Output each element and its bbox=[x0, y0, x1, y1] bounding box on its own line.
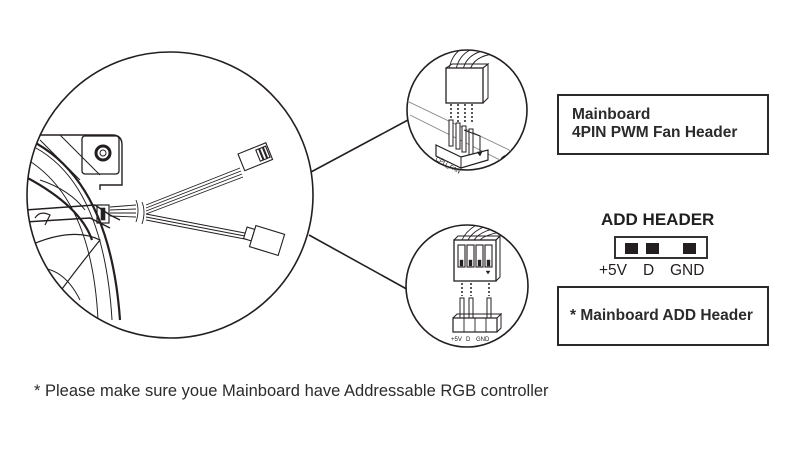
add-header-detail-circle: +5V D GND bbox=[405, 224, 529, 348]
screw-hole-icon bbox=[94, 144, 112, 162]
mount-hole-icon bbox=[500, 154, 518, 166]
leader-line-add-header bbox=[308, 234, 413, 293]
add-header-pin-diagram bbox=[614, 236, 708, 259]
argb-3pin-plug-icon bbox=[242, 224, 286, 257]
fan-header-detail-circle: CPU_FAN bbox=[406, 49, 528, 176]
add-header-callout-box: * Mainboard ADD Header bbox=[557, 286, 769, 346]
add-pin-label-5v: +5V bbox=[599, 262, 628, 279]
mini-pin-label-gnd: GND bbox=[476, 337, 490, 343]
add-header-callout-label: * Mainboard ADD Header bbox=[570, 307, 753, 324]
pin-gnd-icon bbox=[683, 243, 696, 254]
mini-pin-label-d: D bbox=[466, 337, 471, 343]
footer-note: * Please make sure youe Mainboard have A… bbox=[34, 382, 549, 400]
fan-4pin-plug-icon bbox=[237, 142, 274, 172]
leader-line-fan-header bbox=[310, 119, 409, 173]
mini-pin-label-5v: +5V bbox=[451, 337, 462, 343]
pin-5v-icon bbox=[625, 243, 638, 254]
pin-data-icon bbox=[646, 243, 659, 254]
fan-detail-circle bbox=[26, 51, 314, 339]
fan-header-callout-box: Mainboard 4PIN PWM Fan Header bbox=[557, 94, 769, 155]
fan-header-callout-line2: 4PIN PWM Fan Header bbox=[572, 124, 738, 141]
fan-header-callout-line1: Mainboard bbox=[572, 106, 651, 123]
add-header-legend-title: ADD HEADER bbox=[601, 210, 715, 229]
add-pin-label-d: D bbox=[643, 262, 655, 279]
add-pin-label-gnd: GND bbox=[670, 262, 705, 279]
